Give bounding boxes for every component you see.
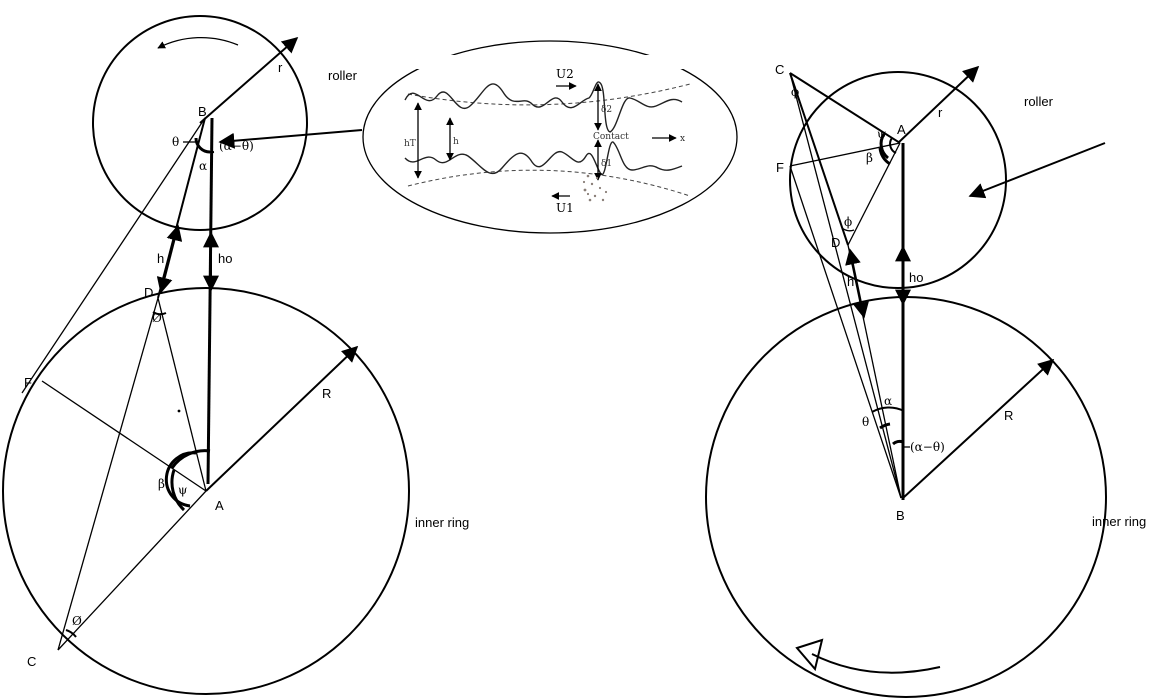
left-inset-pointer-arrow (218, 129, 363, 149)
left-point-F: F (24, 375, 32, 390)
right-point-F: F (776, 160, 784, 175)
inset-label-h: h (453, 137, 459, 147)
right-label-phi-C: ϕ (791, 85, 799, 99)
right-h-arrow (845, 248, 869, 319)
left-point-C: C (27, 654, 36, 669)
right-label-h: h (847, 274, 854, 289)
right-diagram: r roller R inner ring ho h ψ β ϕ (705, 62, 1146, 698)
left-label-alpha: α (199, 159, 207, 173)
left-roller-radius-r (199, 36, 299, 124)
inset-label-delta1: δ1 (601, 159, 612, 169)
left-point-D: D (144, 285, 153, 300)
right-angle-phi-D-arc (841, 227, 855, 232)
left-angle-phi-C-arc (65, 629, 77, 638)
inset-label-x: x (680, 134, 685, 144)
inset-label-hT: hT (404, 139, 416, 149)
left-line-C-A (57, 490, 207, 651)
left-angle-outer-arc (170, 449, 211, 469)
left-point-B: B (198, 104, 207, 119)
left-line-D-C (57, 297, 159, 651)
left-label-phi-C: Ø (72, 614, 82, 628)
inset-upper-mean (407, 83, 691, 106)
right-angle-inner-arc (889, 137, 897, 154)
left-label-h: h (157, 251, 164, 266)
right-line-D-A (847, 142, 901, 246)
left-line-B-F (21, 117, 206, 394)
right-label-R: R (1004, 408, 1013, 423)
right-angle-psi-arc (879, 133, 890, 160)
right-label-alpha: α (884, 394, 892, 408)
right-label-r: r (938, 105, 943, 120)
left-line-F-A (41, 380, 207, 492)
left-label-inner-ring: inner ring (415, 515, 469, 530)
surface-roughness-inset: h hT δ2 δ1 U2 U1 Contact x (362, 40, 738, 234)
left-diagram: r roller R inner ring ho h θ (α−θ) (2, 15, 469, 695)
right-angle-theta-arc (879, 422, 891, 430)
left-label-beta: β (158, 477, 165, 491)
left-label-ho: ho (218, 251, 232, 266)
right-load-arrow (968, 142, 1106, 199)
right-point-B: B (896, 508, 905, 523)
right-label-phi-D: ϕ (844, 215, 852, 229)
right-roller-radius-r (897, 65, 980, 144)
right-inner-ring-circle (705, 296, 1107, 698)
left-point-A: A (215, 498, 224, 513)
right-ring-rotation-arrowhead (795, 638, 824, 672)
inset-upper-surface (404, 81, 683, 133)
left-label-theta: θ (172, 135, 179, 149)
left-angle-phi-D-arc (152, 311, 167, 316)
left-center-line (206, 117, 214, 485)
left-label-roller: roller (328, 68, 358, 83)
left-angle-alpha-arc (199, 147, 215, 154)
inset-contact-texture (582, 174, 608, 202)
left-dot (177, 409, 181, 413)
inset-label-U2: U2 (556, 67, 574, 81)
inset-label-delta2: δ2 (601, 105, 612, 115)
inset-label-contact: Contact (593, 132, 629, 142)
left-angle-beta-arc (170, 469, 186, 512)
right-point-A: A (897, 122, 906, 137)
left-ring-radius-R (205, 345, 359, 492)
right-line-C-A (789, 72, 901, 144)
right-label-inner-ring: inner ring (1092, 514, 1146, 529)
right-label-psi: ψ (877, 127, 886, 141)
left-angle-psi-arc (164, 451, 197, 508)
inset-lower-surface (404, 141, 683, 175)
right-ring-radius-R (902, 358, 1055, 499)
left-label-phi-D: Ø (152, 311, 162, 325)
right-label-theta: θ (862, 415, 869, 429)
right-point-D: D (831, 235, 840, 250)
right-point-C: C (775, 62, 784, 77)
left-h-arrow (156, 224, 183, 294)
left-label-psi: ψ (178, 483, 187, 497)
right-angle-small-arc (891, 439, 904, 446)
inset-label-U1: U1 (556, 201, 574, 215)
right-ring-rotation-arc (811, 653, 941, 674)
right-label-ho: ho (909, 270, 923, 285)
left-label-r: r (278, 60, 283, 75)
left-label-R: R (322, 386, 331, 401)
inset-lower-mean (407, 169, 691, 197)
right-label-roller: roller (1024, 94, 1054, 109)
right-angle-beta-arc (878, 147, 891, 166)
left-roller-rotation-arrow (157, 36, 239, 49)
inset-ellipse (362, 40, 738, 234)
left-line-D-A (157, 297, 207, 492)
right-line-C-D (789, 72, 849, 246)
right-line-F-B (789, 165, 902, 499)
right-roller-circle (789, 71, 1007, 289)
left-roller-circle (92, 15, 308, 231)
right-angle-alpha-arc (871, 406, 905, 413)
right-label-alpha-minus-theta: (α−θ) (910, 440, 945, 454)
right-label-beta: β (866, 151, 873, 165)
